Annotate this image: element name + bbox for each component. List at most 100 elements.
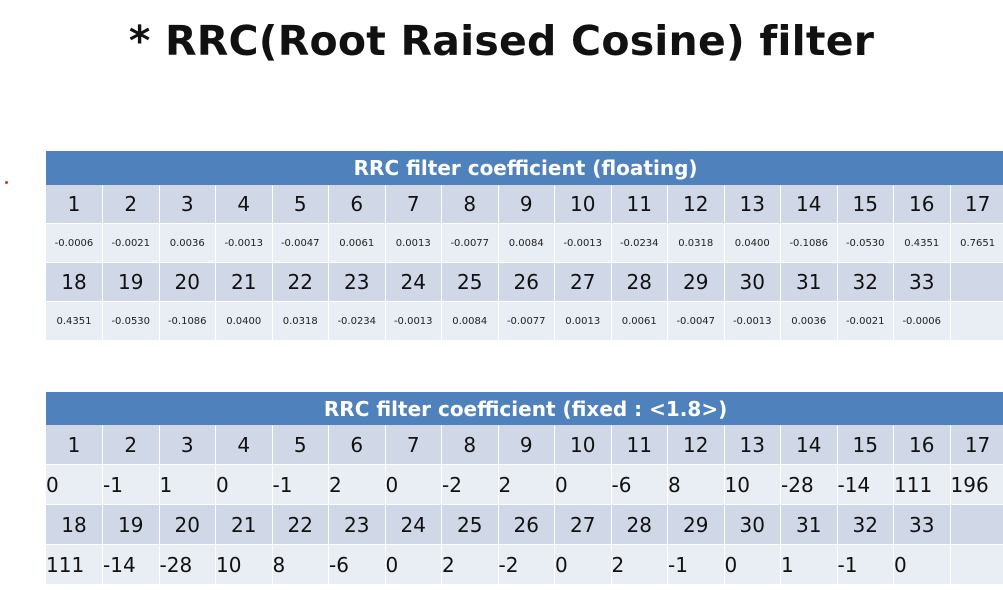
fixed-row2-index-cell: 23 bbox=[328, 504, 386, 545]
fixed-row2-values-cell: -1 bbox=[667, 544, 725, 585]
floating-row2-values-cell: 0.0013 bbox=[554, 301, 612, 341]
floating-row2-index-cell: 19 bbox=[102, 262, 160, 302]
floating-row1-index-cell: 11 bbox=[611, 185, 668, 224]
fixed-row1-values-cell: 0 bbox=[215, 464, 273, 505]
floating-row2-index-cell: 29 bbox=[667, 262, 725, 302]
floating-row2-index-cell: 26 bbox=[498, 262, 555, 302]
bullet-dot bbox=[5, 181, 8, 184]
fixed-row1-values-cell: -2 bbox=[441, 464, 499, 505]
fixed-row1-values-cell: -1 bbox=[272, 464, 329, 505]
fixed-row1-index-cell: 17 bbox=[950, 425, 1003, 465]
floating-row1-values-cell: 0.0013 bbox=[385, 223, 442, 263]
floating-row1-index-cell: 4 bbox=[215, 185, 273, 224]
fixed-row2-index-cell: 25 bbox=[441, 504, 499, 545]
floating-row2-index-cell: 30 bbox=[724, 262, 781, 302]
fixed-row1-values-cell: 0 bbox=[385, 464, 442, 505]
fixed-row1-values-cell: -28 bbox=[780, 464, 838, 505]
floating-row2-index-cell: 22 bbox=[272, 262, 329, 302]
floating-row1-values-cell: -0.0013 bbox=[215, 223, 273, 263]
fixed-row1-index-cell: 16 bbox=[893, 425, 951, 465]
fixed-row2-values-cell: 0 bbox=[385, 544, 442, 585]
floating-row1-values-cell: 0.7651 bbox=[950, 223, 1003, 263]
fixed-row1-index-cell: 9 bbox=[498, 425, 555, 465]
fixed-row2-values-cell: -6 bbox=[328, 544, 386, 585]
fixed-row2-values-cell: -28 bbox=[159, 544, 216, 585]
fixed-row2-index-cell: 33 bbox=[893, 504, 951, 545]
fixed-row1-index-cell: 7 bbox=[385, 425, 442, 465]
fixed-row1-index-cell: 13 bbox=[724, 425, 781, 465]
floating-row1-index-cell: 9 bbox=[498, 185, 555, 224]
fixed-row2-index-cell: 27 bbox=[554, 504, 612, 545]
fixed-row2-values-cell: -2 bbox=[498, 544, 555, 585]
floating-row1-index-cell: 17 bbox=[950, 185, 1003, 224]
floating-row2-index-cell: 20 bbox=[159, 262, 216, 302]
floating-row1-index-cell: 12 bbox=[667, 185, 725, 224]
fixed-row1-values-cell: 196 bbox=[950, 464, 1003, 505]
floating-row1-values-cell: 0.0318 bbox=[667, 223, 725, 263]
floating-row2-values-cell: -0.0013 bbox=[724, 301, 781, 341]
floating-row2-values-cell: 0.0061 bbox=[611, 301, 668, 341]
fixed-row1-values-cell: 2 bbox=[498, 464, 555, 505]
floating-row1-index-cell: 13 bbox=[724, 185, 781, 224]
fixed-row2-index-cell bbox=[950, 504, 1003, 545]
fixed-row2-index-cell: 19 bbox=[102, 504, 160, 545]
floating-row1-index-cell: 10 bbox=[554, 185, 612, 224]
fixed-row1-index-cell: 11 bbox=[611, 425, 668, 465]
fixed-row2-index-cell: 20 bbox=[159, 504, 216, 545]
floating-row1-values-cell: 0.4351 bbox=[893, 223, 951, 263]
fixed-row1-values-cell: 0 bbox=[46, 464, 103, 505]
fixed-row1-values-cell: 2 bbox=[328, 464, 386, 505]
fixed-row1-index-cell: 1 bbox=[46, 425, 103, 465]
floating-row1-index-cell: 15 bbox=[837, 185, 894, 224]
fixed-row2-index-cell: 32 bbox=[837, 504, 894, 545]
fixed-row2-values-cell: -1 bbox=[837, 544, 894, 585]
floating-row1-values-cell: -0.0013 bbox=[554, 223, 612, 263]
floating-row1-values-cell: -0.0021 bbox=[102, 223, 160, 263]
fixed-row2-index-cell: 21 bbox=[215, 504, 273, 545]
floating-row1-values-cell: 0.0400 bbox=[724, 223, 781, 263]
fixed-row1-values-cell: -14 bbox=[837, 464, 894, 505]
floating-row1-index-cell: 8 bbox=[441, 185, 499, 224]
fixed-row1-index-cell: 2 bbox=[102, 425, 160, 465]
fixed-table-header: RRC filter coefficient (fixed : <1.8>) bbox=[46, 392, 1003, 425]
fixed-row2-index-cell: 24 bbox=[385, 504, 442, 545]
fixed-row1-index-cell: 14 bbox=[780, 425, 838, 465]
floating-row1-index-cell: 5 bbox=[272, 185, 329, 224]
fixed-row1-values-cell: -6 bbox=[611, 464, 668, 505]
fixed-row1-values-cell: 8 bbox=[667, 464, 725, 505]
floating-row2-values-cell: -0.0530 bbox=[102, 301, 160, 341]
floating-row1-index-cell: 3 bbox=[159, 185, 216, 224]
fixed-row1-values-cell: -1 bbox=[102, 464, 160, 505]
floating-row2-values-cell: 0.4351 bbox=[46, 301, 103, 341]
fixed-row2-index-cell: 22 bbox=[272, 504, 329, 545]
fixed-row2-index-cell: 28 bbox=[611, 504, 668, 545]
floating-table-header: RRC filter coefficient (floating) bbox=[46, 151, 1003, 185]
floating-row1-values-cell: -0.0077 bbox=[441, 223, 499, 263]
floating-row2-index-cell: 25 bbox=[441, 262, 499, 302]
fixed-row1-index-cell: 10 bbox=[554, 425, 612, 465]
floating-row1-values-cell: 0.0061 bbox=[328, 223, 386, 263]
floating-row2-index-cell: 31 bbox=[780, 262, 838, 302]
floating-row1-index-cell: 14 bbox=[780, 185, 838, 224]
fixed-row1-values-cell: 0 bbox=[554, 464, 612, 505]
floating-row1-values-cell: 0.0036 bbox=[159, 223, 216, 263]
fixed-row2-values-cell: 2 bbox=[441, 544, 499, 585]
fixed-coefficient-table: RRC filter coefficient (fixed : <1.8>) 1… bbox=[46, 392, 1003, 585]
floating-row2-index-cell: 28 bbox=[611, 262, 668, 302]
floating-row1-index-cell: 1 bbox=[46, 185, 103, 224]
fixed-row2-values-cell: 0 bbox=[554, 544, 612, 585]
fixed-row2-values-cell: 10 bbox=[215, 544, 273, 585]
fixed-row2-values-cell: 0 bbox=[893, 544, 951, 585]
fixed-row2-index-cell: 29 bbox=[667, 504, 725, 545]
floating-row2-values-cell: -0.0077 bbox=[498, 301, 555, 341]
floating-row1-values-cell: -0.0006 bbox=[46, 223, 103, 263]
fixed-row2-index-cell: 18 bbox=[46, 504, 103, 545]
fixed-row1-index-cell: 3 bbox=[159, 425, 216, 465]
